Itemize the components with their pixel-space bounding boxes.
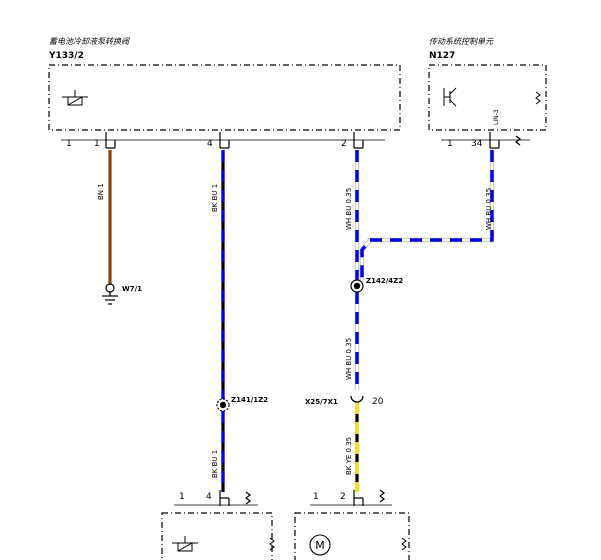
n127-id: N127 — [429, 51, 455, 61]
ground-icon — [102, 283, 118, 305]
bottom-right-pin-outer: 1 — [313, 492, 319, 502]
wire-label-bn: BN 1 — [97, 183, 105, 200]
bottom-left-pin-outer: 1 — [179, 492, 185, 502]
wire-label-whbu-n127: WH BU 0.35 — [485, 188, 493, 230]
wires-layer — [108, 150, 495, 492]
bottom-right-ground-symbol — [401, 537, 407, 551]
y133-pin-2: 2 — [341, 139, 347, 149]
wire-whbu-n127[interactable] — [359, 150, 495, 280]
bottom-left-pin-4: 4 — [206, 492, 212, 502]
motor-label: M — [315, 539, 325, 552]
bottom-right-pin-terminal — [353, 489, 385, 506]
splice-z142-icon[interactable] — [350, 279, 364, 293]
n127-description: 传动系统控制单元 — [429, 37, 494, 46]
lin-label: LIN-3 — [493, 109, 500, 125]
wire-label-bkbu-bottom: BK BU 1 — [211, 450, 219, 478]
y133-pin-4: 4 — [207, 139, 213, 149]
bottom-right-pin-2: 2 — [340, 492, 346, 502]
splice-z141-icon[interactable] — [216, 398, 230, 412]
bottom-right-component-box[interactable] — [294, 512, 410, 560]
n127-pin-outer: 1 — [447, 139, 453, 149]
y133-pin-1: 1 — [94, 139, 100, 149]
transistor-icon — [443, 87, 457, 107]
wire-label-whbu-y133: WH BU 0.35 — [345, 188, 353, 230]
n127-pin-34: 34 — [471, 139, 483, 149]
y133-pin-terminals — [105, 132, 364, 149]
connector-x25-icon[interactable] — [350, 395, 364, 403]
bottom-left-ground-symbol — [269, 537, 275, 551]
wire-label-whbu-mid: WH BU 0.35 — [345, 338, 353, 380]
splice-z141-label: Z141/1Z2 — [231, 396, 268, 404]
wire-label-bkye: BK YE 0.35 — [345, 437, 353, 475]
motor-icon: M — [309, 534, 331, 556]
wire-label-bkbu-top: BK BU 1 — [211, 184, 219, 212]
bottom-left-component-box[interactable] — [161, 512, 273, 560]
y133-id: Y133/2 — [48, 51, 84, 61]
n127-pin-terminal — [489, 132, 521, 149]
valve-icon — [62, 90, 88, 106]
bottom-left-pin-terminal — [219, 490, 251, 506]
splice-z142-label: Z142/4Z2 — [366, 277, 403, 285]
n127-ground-symbol — [535, 91, 541, 105]
connector-x25-pin: 20 — [372, 397, 384, 407]
y133-component-box[interactable] — [48, 64, 401, 131]
connector-x25-label: X25/7X1 — [305, 398, 338, 406]
valve-icon-bottom — [172, 536, 198, 552]
y133-pin-outer: 1 — [66, 139, 72, 149]
ground-label: W7/1 — [122, 285, 142, 293]
y133-description: 蓄电池冷却液泵转换阀 — [49, 37, 130, 46]
